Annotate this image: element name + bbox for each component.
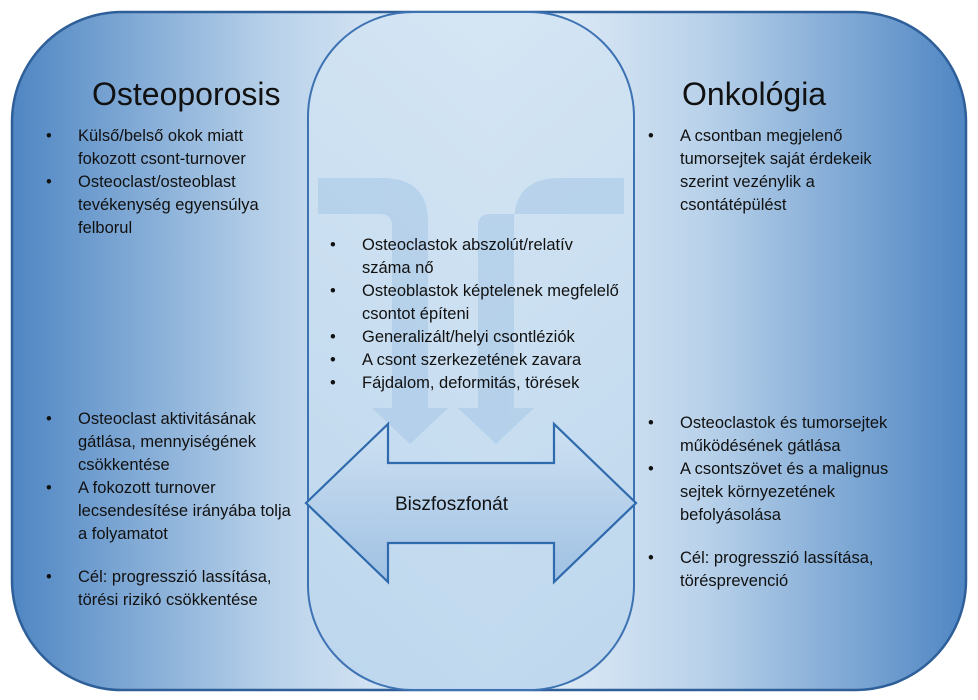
left-bottom-item: A fokozott turnover lecsendesítése irány… xyxy=(46,477,302,546)
double-arrow xyxy=(304,421,638,585)
right-top-list: A csontban megjelenő tumorsejtek saját é… xyxy=(648,125,888,217)
center-item: Osteoclastok abszolút/relatív száma nő xyxy=(330,234,620,280)
center-item: A csont szerkezetének zavara xyxy=(330,349,620,372)
arrow-label: Biszfoszfonát xyxy=(395,494,508,515)
left-top-list: Külső/belső okok miatt fokozott csont-tu… xyxy=(46,125,298,240)
right-bottom-list: Osteoclastok és tumorsejtek működésének … xyxy=(648,412,920,593)
left-bottom-list: Osteoclast aktivitásának gátlása, mennyi… xyxy=(46,408,302,612)
right-goal-item: Cél: progresszió lassítása, törésprevenc… xyxy=(648,547,920,593)
center-item: Generalizált/helyi csontléziók xyxy=(330,326,620,349)
right-bottom-item: A csontszövet és a malignus sejtek körny… xyxy=(648,458,920,527)
center-item: Osteoblastok képtelenek megfelelő csonto… xyxy=(330,280,620,326)
right-top-item: A csontban megjelenő tumorsejtek saját é… xyxy=(648,125,888,217)
center-item: Fájdalom, deformitás, törések xyxy=(330,372,620,395)
left-bottom-item: Osteoclast aktivitásának gátlása, mennyi… xyxy=(46,408,302,477)
left-goal-item: Cél: progresszió lassítása, törési rizik… xyxy=(46,566,302,612)
left-title: Osteoporosis xyxy=(92,76,281,112)
left-top-item: Osteoclast/osteoblast tevékenység egyens… xyxy=(46,171,298,240)
right-bottom-item: Osteoclastok és tumorsejtek működésének … xyxy=(648,412,920,458)
left-top-item: Külső/belső okok miatt fokozott csont-tu… xyxy=(46,125,298,171)
center-list: Osteoclastok abszolút/relatív száma nő O… xyxy=(330,234,620,395)
right-title: Onkológia xyxy=(682,76,827,112)
